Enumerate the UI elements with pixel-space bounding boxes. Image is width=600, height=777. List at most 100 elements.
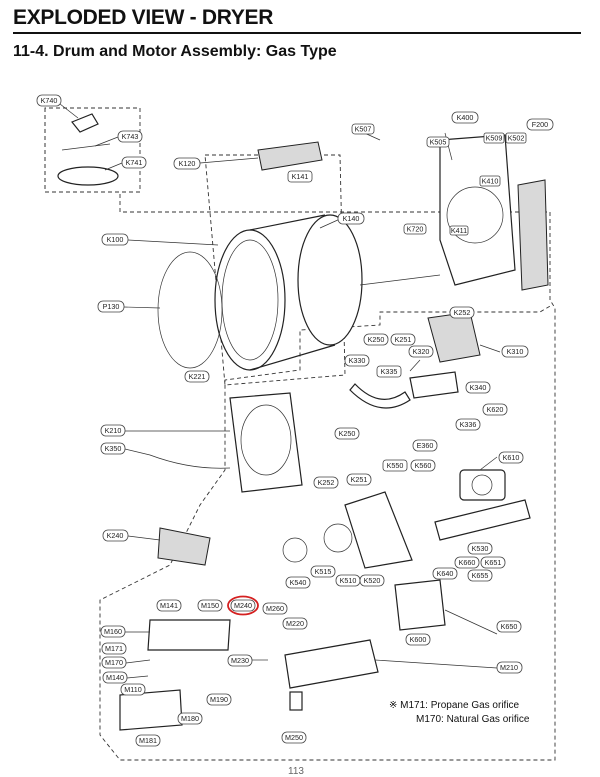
label-k530: K530 (467, 542, 493, 555)
svg-text:K507: K507 (355, 125, 372, 134)
label-m210: M210 (496, 661, 523, 674)
label-k743: K743 (117, 130, 143, 143)
svg-text:K410: K410 (482, 177, 499, 186)
gas-valve-assembly (119, 619, 231, 731)
motor-mount (394, 579, 446, 631)
highlight-circle-m240 (227, 595, 259, 616)
label-k250-upper: K250 (363, 333, 389, 346)
svg-text:K252: K252 (454, 308, 471, 317)
heater-duct (517, 179, 549, 291)
label-m190: M190 (206, 693, 232, 706)
label-k509: K509 (483, 132, 505, 144)
label-m240: M240 (230, 599, 256, 612)
drum-duct (257, 141, 323, 171)
svg-text:K510: K510 (340, 576, 357, 585)
svg-text:K100: K100 (107, 235, 124, 244)
svg-text:M240: M240 (234, 601, 252, 610)
svg-text:K340: K340 (470, 383, 487, 392)
svg-text:K520: K520 (364, 576, 381, 585)
label-m230: M230 (227, 654, 253, 667)
kit-outline (44, 107, 141, 193)
svg-text:K600: K600 (410, 635, 427, 644)
label-k336: K336 (455, 418, 481, 431)
idler-bracket (409, 371, 459, 399)
label-k410: K410 (479, 175, 501, 187)
svg-text:K509: K509 (486, 134, 503, 143)
svg-text:K640: K640 (437, 569, 454, 578)
label-k600: K600 (405, 633, 431, 646)
svg-text:K650: K650 (501, 622, 518, 631)
svg-text:K411: K411 (451, 226, 467, 235)
note-propane: ※ M171: Propane Gas orifice (389, 700, 520, 711)
label-m150: M150 (197, 599, 223, 612)
label-k251-upper: K251 (390, 333, 416, 346)
label-k340: K340 (465, 381, 491, 394)
svg-text:K252: K252 (318, 478, 335, 487)
assembly-outline (44, 108, 556, 761)
svg-text:K610: K610 (503, 453, 520, 462)
label-k651: K651 (480, 556, 506, 569)
svg-text:M260: M260 (266, 604, 284, 613)
svg-text:K505: K505 (430, 138, 447, 147)
label-k252-lower: K252 (313, 476, 339, 489)
svg-text:K250: K250 (339, 429, 356, 438)
label-k411: K411 (449, 225, 469, 236)
svg-text:K141: K141 (292, 172, 309, 181)
svg-text:K251: K251 (351, 475, 368, 484)
svg-text:K550: K550 (387, 461, 404, 470)
blower-housing (282, 491, 413, 569)
label-m250: M250 (281, 731, 307, 744)
exhaust-pipe (434, 499, 531, 541)
label-f200: F200 (526, 118, 554, 131)
lint-duct (157, 527, 211, 566)
label-k240: K240 (102, 529, 129, 542)
label-k660: K660 (454, 556, 480, 569)
label-k610: K610 (498, 451, 524, 464)
section-title: 11-4. Drum and Motor Assembly: Gas Type (13, 43, 337, 60)
label-e360: E360 (412, 439, 438, 452)
label-k330: K330 (344, 354, 370, 367)
svg-text:K120: K120 (179, 159, 196, 168)
svg-text:P130: P130 (103, 302, 120, 311)
label-m140: M140 (102, 671, 128, 684)
motor (459, 469, 506, 501)
svg-text:K530: K530 (472, 544, 489, 553)
label-k251-lower: K251 (346, 473, 372, 486)
label-k640: K640 (432, 567, 458, 580)
svg-text:K655: K655 (472, 571, 489, 580)
label-m170: M170 (101, 656, 127, 669)
svg-text:K330: K330 (349, 356, 366, 365)
drum (214, 214, 363, 371)
ignitor-bracket (289, 691, 303, 711)
svg-text:M190: M190 (210, 695, 228, 704)
svg-text:K740: K740 (41, 96, 58, 105)
svg-text:K251: K251 (395, 335, 412, 344)
page-title: EXPLODED VIEW - DRYER (13, 6, 274, 29)
svg-text:K250: K250 (368, 335, 385, 344)
combustion-tube (284, 639, 379, 689)
label-m180: M180 (177, 712, 203, 725)
svg-text:K620: K620 (487, 405, 504, 414)
drum-seal (157, 251, 223, 369)
svg-text:K221: K221 (189, 372, 206, 381)
label-k310: K310 (501, 345, 529, 358)
label-k505: K505 (426, 136, 450, 148)
svg-text:M140: M140 (106, 673, 124, 682)
svg-text:M141: M141 (160, 601, 178, 610)
label-k141: K141 (287, 170, 313, 183)
label-k320: K320 (408, 345, 434, 358)
label-m110: M110 (120, 683, 146, 696)
svg-text:K320: K320 (413, 347, 430, 356)
note-natural: M170: Natural Gas orifice (416, 714, 530, 725)
svg-text:M250: M250 (285, 733, 303, 742)
label-k252-upper: K252 (449, 306, 475, 319)
svg-text:K502: K502 (508, 134, 525, 143)
svg-text:K660: K660 (459, 558, 476, 567)
page-number: 113 (288, 766, 304, 777)
label-k540: K540 (285, 576, 311, 589)
title-rule (13, 32, 581, 34)
label-k210: K210 (100, 424, 126, 437)
label-p130: P130 (97, 300, 125, 313)
svg-text:M220: M220 (286, 619, 304, 628)
label-m220: M220 (282, 617, 308, 630)
